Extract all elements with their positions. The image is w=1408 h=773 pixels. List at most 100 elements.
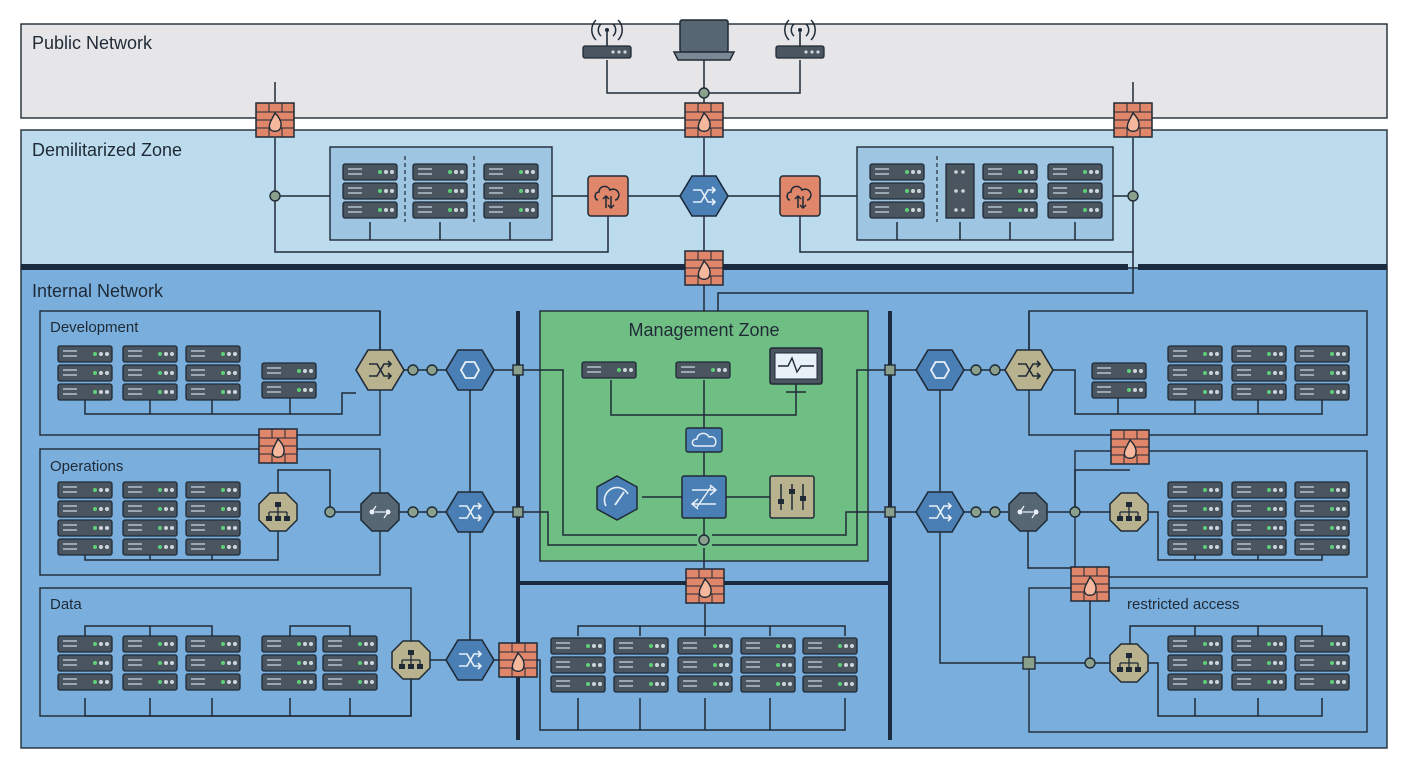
server-rack-icon [122, 345, 178, 363]
server-rack-icon [57, 635, 113, 653]
server-rack-icon [57, 519, 113, 537]
server-rack-icon [1231, 673, 1287, 691]
server-rack-icon [1167, 383, 1223, 401]
server-rack-icon [1294, 364, 1350, 382]
server-rack-icon [1167, 500, 1223, 518]
server-rack-icon [982, 201, 1038, 219]
server-rack-icon [1047, 163, 1103, 181]
server-rack-icon [185, 500, 241, 518]
junction-nodes [269, 87, 1139, 670]
server-rack-icon [740, 656, 796, 674]
network-icon [258, 492, 298, 532]
server-rack-icon [412, 182, 468, 200]
dmz-label: Demilitarized Zone [32, 140, 182, 160]
server-rack-icon [57, 500, 113, 518]
server-rack-icon [412, 201, 468, 219]
server-rack-icon [550, 656, 606, 674]
server-rack-icon [185, 383, 241, 401]
server-rack-icon [322, 654, 378, 672]
server-icon [675, 361, 731, 379]
server-rack-icon [483, 182, 539, 200]
server-rack-icon [57, 481, 113, 499]
server-rack-icon [802, 656, 858, 674]
server-rack-icon [740, 675, 796, 693]
server-rack-icon [122, 519, 178, 537]
connections [84, 60, 1323, 731]
server-rack-icon [342, 201, 398, 219]
server-rack-icon [1091, 381, 1147, 399]
server-rack-icon [412, 163, 468, 181]
firewall-icon [685, 568, 725, 604]
server-rack-icon [1167, 538, 1223, 556]
firewall-icon [1113, 102, 1153, 138]
server-rack-icon [1167, 345, 1223, 363]
firewall-icon [258, 428, 298, 464]
server-rack-icon [1047, 182, 1103, 200]
server-rack-icon [122, 481, 178, 499]
server-rack-icon [1294, 673, 1350, 691]
server-rack-icon [1294, 500, 1350, 518]
development-label: Development [50, 319, 139, 336]
server-rack-icon [802, 637, 858, 655]
server-rack-icon [945, 163, 975, 219]
server-rack-icon [185, 364, 241, 382]
server-rack-icon [802, 675, 858, 693]
server-rack-icon [57, 538, 113, 556]
server-rack-icon [261, 654, 317, 672]
server-rack-icon [550, 637, 606, 655]
sliders-icon [769, 475, 815, 519]
server-rack-icon [122, 635, 178, 653]
hub-icon [1008, 492, 1048, 532]
server-rack-icon [869, 182, 925, 200]
hub-icon [360, 492, 400, 532]
server-rack-icon [677, 675, 733, 693]
server-rack-icon [1294, 538, 1350, 556]
server-rack-icon [322, 673, 378, 691]
server-rack-icon [613, 675, 669, 693]
server-rack-icon [1167, 481, 1223, 499]
network-icon [1109, 643, 1149, 683]
server-rack-icon [1167, 654, 1223, 672]
server-rack-icon [342, 163, 398, 181]
server-rack-icon [1167, 635, 1223, 653]
restricted-access-label: restricted access [1127, 596, 1240, 613]
firewall-icon [1070, 566, 1110, 602]
firewall-icon [684, 250, 724, 286]
server-rack-icon [322, 635, 378, 653]
internal-network-label: Internal Network [32, 281, 164, 301]
server-rack-icon [57, 673, 113, 691]
server-rack-icon [869, 201, 925, 219]
server-rack-icon [613, 637, 669, 655]
server-rack-icon [677, 637, 733, 655]
server-rack-icon [1231, 500, 1287, 518]
server-rack-icon [1231, 364, 1287, 382]
server-rack-icon [1047, 201, 1103, 219]
server-rack-icon [57, 364, 113, 382]
server-rack-icon [1167, 364, 1223, 382]
server-rack-icon [1294, 519, 1350, 537]
monitor-icon [769, 347, 823, 393]
server-rack-icon [1294, 383, 1350, 401]
server-rack-icon [1231, 654, 1287, 672]
server-icon [581, 361, 637, 379]
server-rack-icon [57, 345, 113, 363]
server-rack-icon [982, 182, 1038, 200]
server-rack-icon [122, 654, 178, 672]
server-rack-icon [740, 637, 796, 655]
cloud-icon [685, 427, 723, 453]
server-rack-icon [869, 163, 925, 181]
cloud-upload-icon [779, 175, 821, 217]
server-rack-icon [185, 345, 241, 363]
server-rack-icon [1231, 345, 1287, 363]
server-rack-icon [185, 481, 241, 499]
server-rack-icon [185, 635, 241, 653]
server-rack-icon [57, 654, 113, 672]
server-rack-icon [1294, 345, 1350, 363]
server-rack-icon [1231, 481, 1287, 499]
server-rack-icon [122, 673, 178, 691]
management-zone-label: Management Zone [628, 320, 779, 340]
network-icon [1109, 492, 1149, 532]
server-rack-icon [185, 519, 241, 537]
server-rack-icon [261, 381, 317, 399]
public-network-label: Public Network [32, 33, 153, 53]
